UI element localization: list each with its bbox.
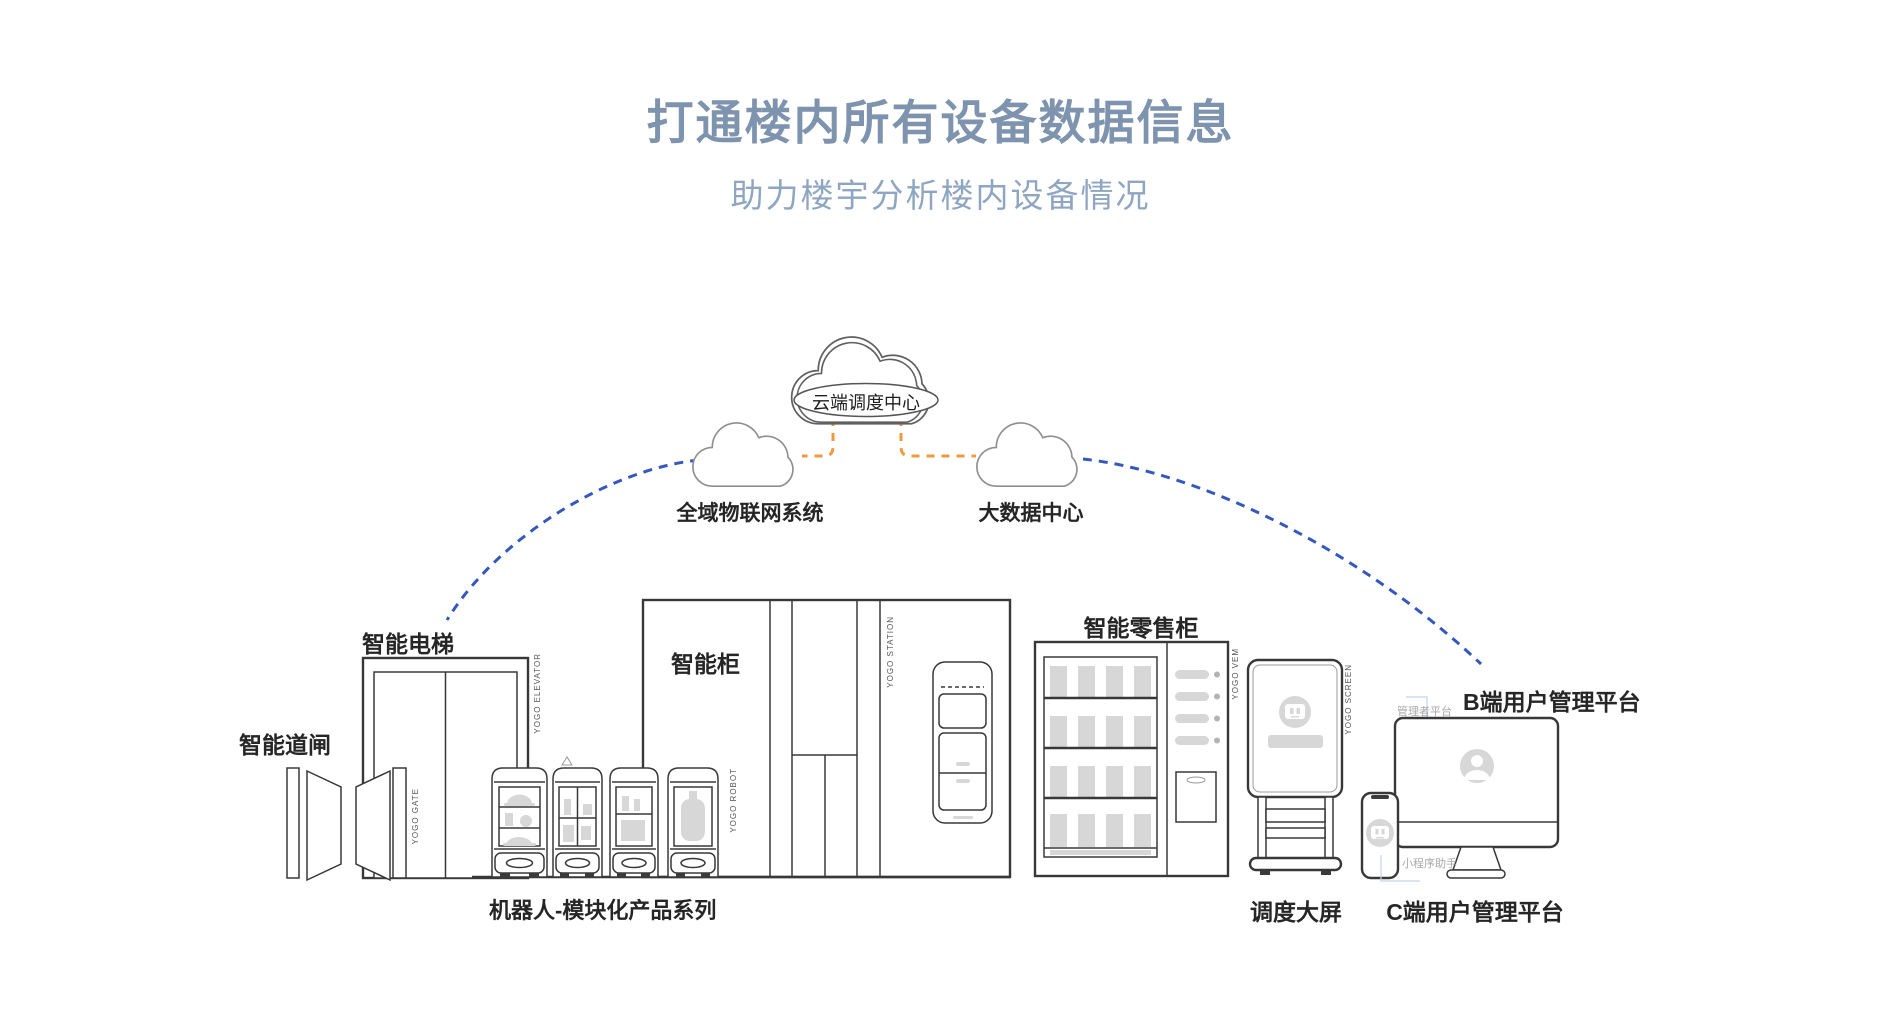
- cloud-center-ellipse: [793, 382, 939, 418]
- orange-dash-left: [802, 418, 835, 458]
- b-platform-tag: 管理者平台: [1397, 706, 1452, 718]
- cloud-left-label: 全域物联网系统: [676, 502, 824, 525]
- cloud-right-graphic: [976, 422, 1078, 488]
- orange-dash-right: [899, 418, 976, 458]
- page-subtitle: 助力楼宇分析楼内设备情况: [730, 177, 1151, 214]
- robot-1-graphic: [491, 767, 548, 878]
- robots-graphic: [491, 756, 719, 878]
- b-platform-label: B端用户管理平台: [1463, 689, 1641, 715]
- vending-shelves: [1044, 666, 1157, 855]
- vending-graphic: [1033, 640, 1230, 878]
- bigscreen-label: 调度大屏: [1250, 899, 1342, 925]
- blue-dash-left: [445, 458, 700, 621]
- vending-brand-vtext: YOGO VEM: [1231, 648, 1240, 700]
- robots-label: 机器人-模块化产品系列: [489, 898, 717, 923]
- c-platform-label: C端用户管理平台: [1386, 899, 1564, 925]
- gate-graphic: [286, 767, 407, 882]
- bigscreen-graphic: [1246, 658, 1344, 875]
- elevator-label: 智能电梯: [362, 631, 454, 657]
- c-platform-tag: 小程序助手: [1402, 858, 1457, 870]
- connector-lines: [445, 418, 1483, 666]
- page-title: 打通楼内所有设备数据信息: [646, 96, 1235, 149]
- robot-3-graphic: [609, 767, 659, 878]
- robot-4-graphic: [667, 767, 719, 878]
- robot-top-icon: [561, 756, 573, 766]
- robot-brand-vtext: YOGO ROBOT: [729, 768, 738, 833]
- gate-label: 智能道闸: [239, 732, 331, 758]
- cloud-center-graphic: [790, 336, 939, 425]
- cabinet-label: 智能柜: [671, 651, 740, 677]
- elevator-brand-vtext: YOGO ELEVATOR: [533, 653, 542, 734]
- blue-dash-right: [1082, 457, 1483, 666]
- c-platform-graphic: [1360, 791, 1420, 882]
- b-platform-graphic: [1393, 696, 1560, 879]
- gate-brand-vtext: YOGO GATE: [411, 788, 420, 845]
- vending-door: [1175, 771, 1217, 823]
- cloud-center-label: 云端调度中心: [812, 393, 920, 413]
- station-brand-vtext: YOGO STATION: [886, 616, 895, 688]
- station-machine-graphic: [932, 661, 993, 824]
- robot-2-graphic: [552, 767, 603, 878]
- cloud-left-graphic: [692, 422, 794, 488]
- vending-label: 智能零售柜: [1083, 615, 1199, 641]
- vending-buttons: [1175, 670, 1220, 745]
- cloud-right-label: 大数据中心: [978, 502, 1084, 525]
- bigscreen-brand-vtext: YOGO SCREEN: [1344, 664, 1353, 735]
